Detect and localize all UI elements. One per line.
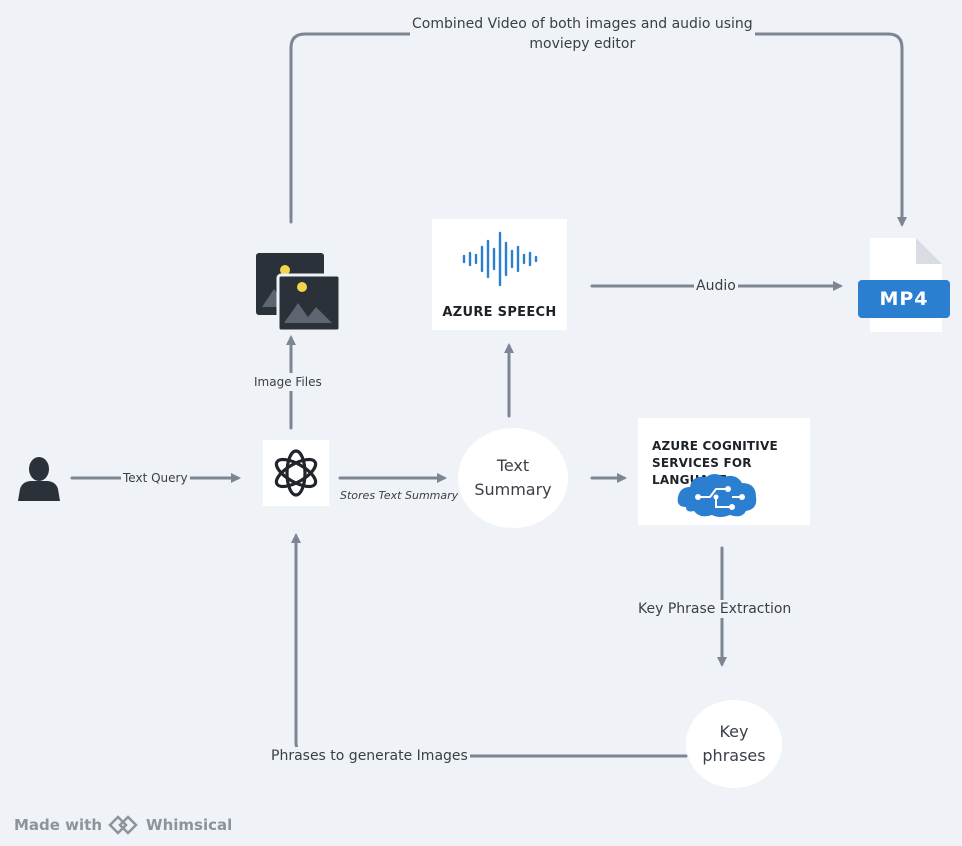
text-summary-line2: Summary	[474, 480, 552, 499]
openai-logo-card	[263, 440, 329, 506]
text-summary-node: Text Summary	[458, 428, 568, 528]
mp4-file-icon: MP4	[858, 238, 950, 332]
cognitive-title-line1: AZURE COGNITIVE	[652, 439, 778, 453]
label-phrases-to-images: Phrases to generate Images	[269, 747, 470, 765]
brain-circuit-icon	[677, 474, 757, 517]
user-icon	[18, 457, 60, 501]
image-files-icon	[256, 253, 340, 331]
sound-wave-icon	[462, 231, 538, 287]
mp4-label: MP4	[879, 288, 929, 310]
azure-speech-card: AZURE SPEECH	[432, 219, 567, 330]
key-phrases-line2: phrases	[702, 746, 766, 765]
edge-combined-video	[289, 32, 907, 227]
footer-made-with: Made with Whimsical	[14, 815, 232, 835]
azure-cognitive-card: AZURE COGNITIVE SERVICES FOR LANGUAGE	[638, 418, 810, 525]
label-key-phrase-extraction: Key Phrase Extraction	[636, 600, 794, 618]
whimsical-logo-icon	[108, 815, 138, 835]
key-phrases-line1: Key	[719, 722, 749, 741]
whimsical-brand-text: Whimsical	[146, 816, 233, 834]
label-audio: Audio	[694, 277, 738, 295]
label-combined-line1: Combined Video of both images and audio …	[412, 16, 753, 32]
label-stores-summary: Stores Text Summary	[338, 487, 461, 505]
openai-icon	[274, 449, 318, 497]
label-text-query: Text Query	[121, 469, 190, 487]
key-phrases-node: Key phrases	[686, 700, 782, 788]
edge-phrases-to-images	[291, 533, 688, 758]
label-combined-line2: moviepy editor	[529, 36, 636, 52]
azure-speech-title: AZURE SPEECH	[442, 305, 557, 320]
label-image-files: Image Files	[252, 373, 324, 391]
label-combined-video: Combined Video of both images and audio …	[410, 14, 755, 54]
text-summary-line1: Text	[496, 456, 530, 475]
made-with-text: Made with	[14, 816, 103, 834]
